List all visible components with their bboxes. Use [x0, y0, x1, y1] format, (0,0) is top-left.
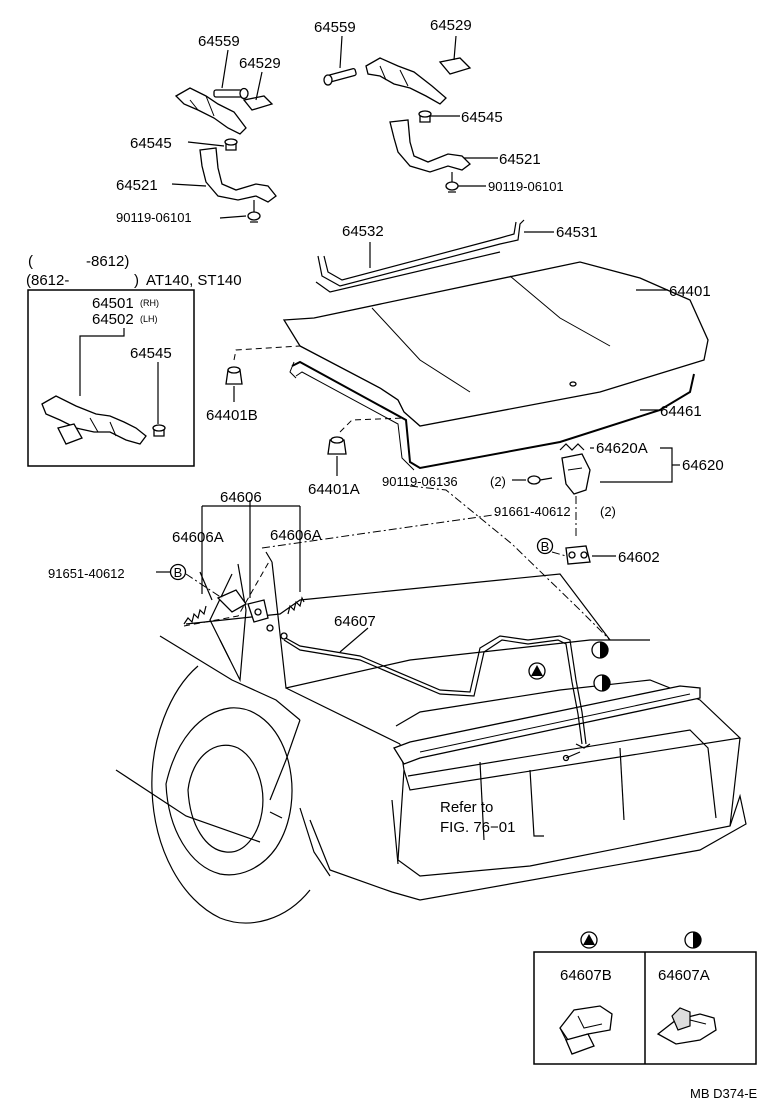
- label-64532: 64532: [342, 223, 384, 240]
- bolt-b-icon: B: [536, 537, 554, 555]
- pin-64559-right: [323, 68, 357, 86]
- clip-legend: 64607B 64607A: [533, 931, 757, 1065]
- label-64502: 64502: [92, 311, 134, 328]
- inset-frame: [27, 289, 195, 467]
- label-64606: 64606: [220, 489, 262, 506]
- label-qty-2-b: (2): [600, 504, 616, 519]
- inset-range1-open: (: [28, 253, 33, 270]
- weatherstrip-64461: 64461: [289, 360, 702, 471]
- lock-body: [561, 453, 591, 495]
- stop-64401A: 64401A: [308, 417, 405, 498]
- inset-models: AT140, ST140: [146, 272, 242, 289]
- spring-left: [183, 605, 207, 625]
- label-64401A: 64401A: [308, 481, 360, 498]
- inset-bolt: [152, 424, 166, 437]
- refer-line-2: FIG. 76−01: [440, 819, 515, 836]
- clamp-halfcircle-icon-2: [593, 674, 611, 692]
- label-64461: 64461: [660, 403, 702, 420]
- label-64531: 64531: [556, 224, 598, 241]
- car-body-outline: [115, 485, 747, 924]
- label-64607B: 64607B: [560, 967, 612, 984]
- trunk-lid-panel: [282, 261, 709, 427]
- stop-64401B: 64401B: [206, 345, 301, 424]
- label-90119-06101-left: 90119-06101: [116, 210, 192, 225]
- label-64401: 64401: [669, 283, 711, 300]
- label-64602: 64602: [618, 549, 660, 566]
- hinge-arm-64521-left: [199, 147, 277, 203]
- label-64545-left: 64545: [130, 135, 172, 152]
- legend-halfcircle-icon: [684, 931, 702, 949]
- diagram-id: MB D374-E: [690, 1086, 758, 1101]
- refer-line-1: Refer to: [440, 799, 493, 816]
- left-hinge-group: 64559 64529 64545 64521 90119-06101: [116, 33, 281, 225]
- label-64521-left: 64521: [116, 177, 158, 194]
- rear-wheel: [151, 789, 311, 924]
- label-64620A: 64620A: [596, 440, 648, 457]
- label-64501: 64501: [92, 295, 134, 312]
- label-64545-right: 64545: [461, 109, 503, 126]
- screw-90119-left: [247, 200, 261, 223]
- lock-assembly-64620: 64620A 64620 90119-06136 (2): [382, 440, 724, 538]
- svg-text:B: B: [174, 565, 183, 580]
- clip-64607B: [559, 1005, 613, 1055]
- label-64606A-left: 64606A: [172, 529, 224, 546]
- plate-64529-right: [438, 57, 472, 75]
- label-90119-06136: 90119-06136: [382, 474, 458, 489]
- left-hinge-plate: [174, 87, 247, 135]
- label-64606A-right: 64606A: [270, 527, 322, 544]
- label-64521-right: 64521: [499, 151, 541, 168]
- label-64607: 64607: [334, 613, 376, 630]
- bolt-64545-right: [418, 110, 432, 123]
- bolt-64545-left: [224, 138, 238, 151]
- release-lever-64606: 64606 64606A 64606A B 91651-40612: [48, 489, 322, 632]
- label-lh: (LH): [140, 314, 158, 324]
- label-rh: (RH): [140, 298, 159, 308]
- legend-triangle-icon: [580, 931, 598, 949]
- inset-range2-start: (8612-: [26, 272, 69, 289]
- refer-note: Refer to FIG. 76−01: [440, 799, 515, 836]
- torsion-bars: 64532 64531: [315, 219, 598, 293]
- clamp-triangle-icon: [528, 662, 546, 680]
- label-64607A: 64607A: [658, 967, 710, 984]
- inset-range1-end: -8612): [86, 253, 129, 270]
- release-cable-64607: 64607: [280, 613, 611, 762]
- clamp-halfcircle-icon-1: [591, 641, 609, 659]
- label-64545-inset: 64545: [130, 345, 172, 362]
- hinge-arm-64521-right: [389, 119, 471, 173]
- inset-range2-close: ): [134, 272, 139, 289]
- label-64620: 64620: [682, 457, 724, 474]
- trunk-lid-64401: 64401: [282, 261, 711, 427]
- screw-90119-06136: [527, 475, 553, 485]
- spring-right: [287, 596, 305, 615]
- label-64529-right: 64529: [430, 17, 472, 34]
- inset-hinge-part: [41, 395, 147, 445]
- bolt-b-icon-2: B: [169, 563, 187, 581]
- plate-64529-left: [242, 95, 274, 111]
- label-qty-2-a: (2): [490, 474, 506, 489]
- svg-text:B: B: [541, 539, 550, 554]
- pin-64559-left: [213, 87, 249, 100]
- inset-hinge-variant: ( -8612) (8612- ) AT140, ST140 64501 (RH…: [26, 253, 242, 467]
- right-hinge-group: 64559 64529 64545 64521 90119-06101: [314, 17, 564, 194]
- label-64401B: 64401B: [206, 407, 258, 424]
- label-64559-right: 64559: [314, 19, 356, 36]
- label-91651-40612: 91651-40612: [48, 566, 125, 581]
- label-64559-left: 64559: [198, 33, 240, 50]
- label-64529-left: 64529: [239, 55, 281, 72]
- striker-64602: 91661-40612 (2) B 64602: [494, 504, 660, 566]
- screw-90119-right: [445, 172, 459, 193]
- label-90119-06101-right: 90119-06101: [488, 179, 564, 194]
- clip-64607A: [656, 1007, 717, 1045]
- label-91661-40612: 91661-40612: [494, 504, 571, 519]
